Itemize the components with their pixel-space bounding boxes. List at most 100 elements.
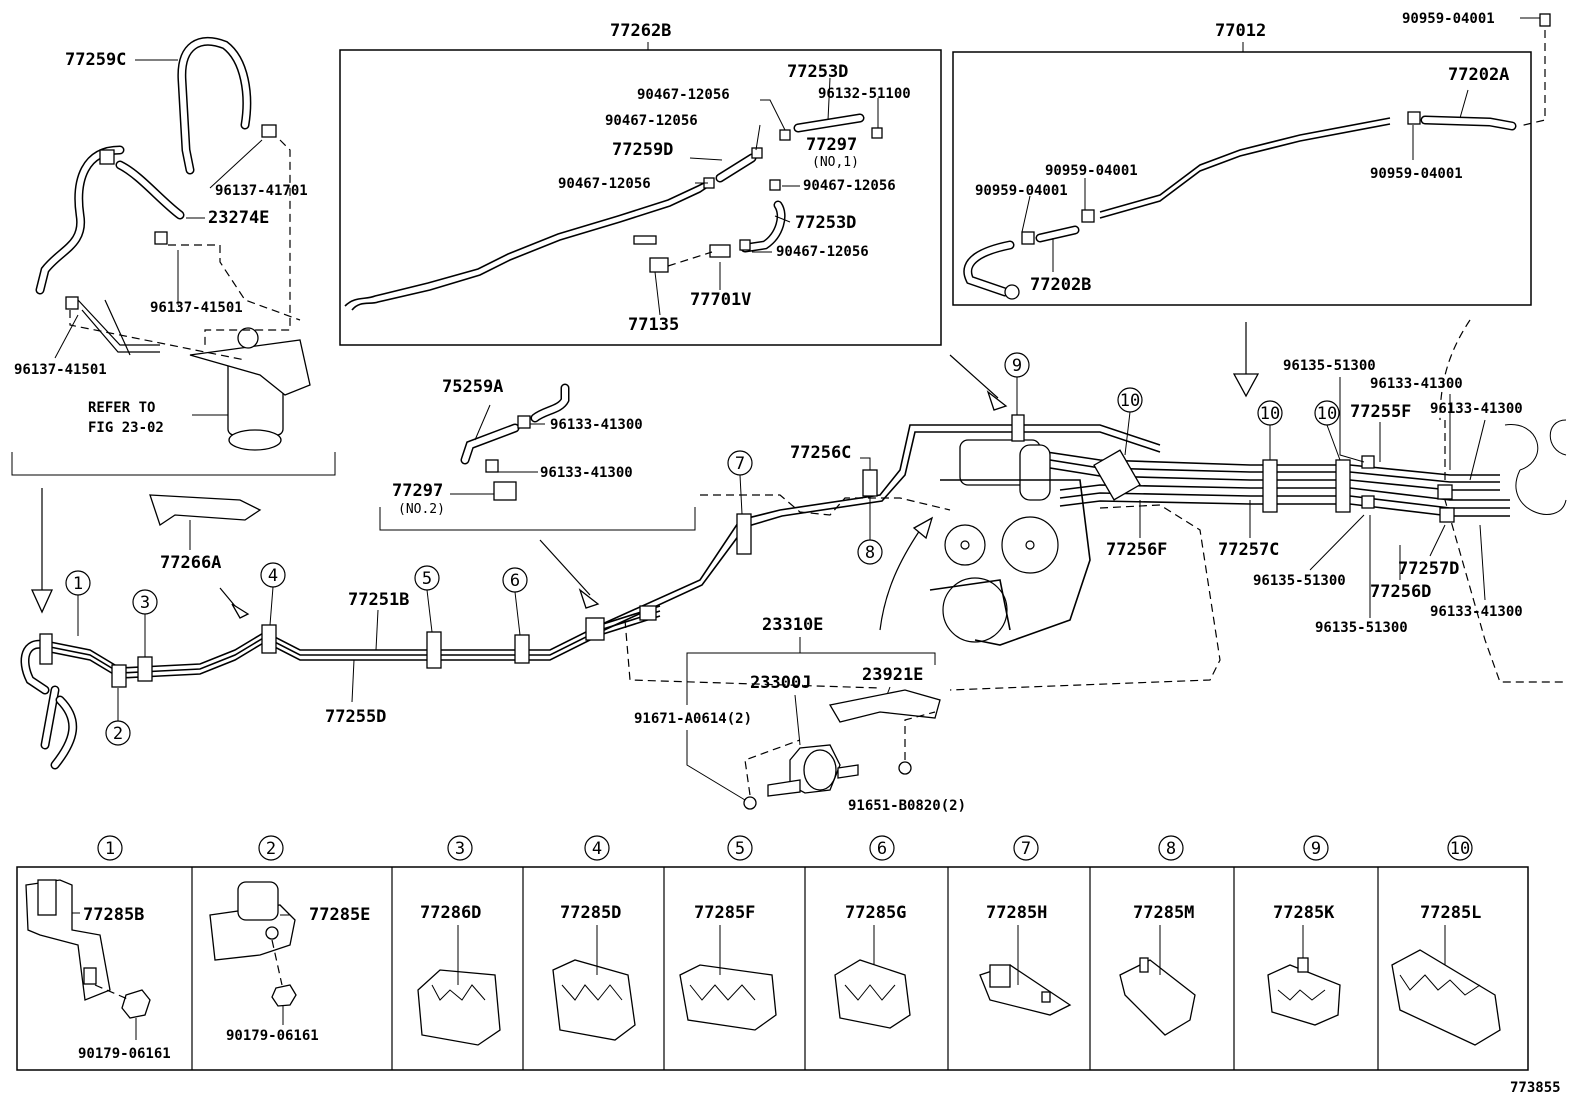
label-77012: 77012 — [1215, 21, 1266, 41]
label-77202B: 77202B — [1030, 275, 1091, 295]
table-index-10: 10 — [1450, 839, 1470, 859]
label-96135-51300-c: 96135-51300 — [1315, 620, 1408, 636]
diagram-id: 773855 — [1510, 1080, 1561, 1096]
callout-10-c: 10 — [1317, 404, 1337, 424]
label-90959-04001-b: 90959-04001 — [1370, 166, 1463, 182]
label-refer-to: REFER TO — [88, 400, 155, 416]
clamp-drawing-3: 77286D — [417, 903, 501, 1046]
label-91651-b0820: 91651-B0820(2) — [848, 798, 966, 814]
clamp-part-77285E: 77285E — [309, 905, 370, 925]
label-96133-41300-c: 96133-41300 — [1370, 376, 1463, 392]
vent-hose-group: 75259A 96133-41300 96133-41300 77297 (NO… — [149, 354, 1008, 631]
label-90467-12056-b: 90467-12056 — [605, 113, 698, 129]
label-77255D: 77255D — [325, 707, 386, 727]
label-96137-41701: 96137-41701 — [215, 183, 308, 199]
callout-10-a: 10 — [1120, 391, 1140, 411]
label-77259D: 77259D — [612, 140, 673, 160]
label-77256D: 77256D — [1370, 582, 1431, 602]
clamp-part-77285B: 77285B — [83, 905, 144, 925]
label-96133-41300-d: 96133-41300 — [1430, 401, 1523, 417]
label-90467-12056-e: 90467-12056 — [776, 244, 869, 260]
label-77297-no2: 77297 — [392, 481, 443, 501]
clamp-part-77285H: 77285H — [986, 903, 1047, 923]
label-77257C: 77257C — [1218, 540, 1279, 560]
clamp-part-77286D: 77286D — [420, 903, 481, 923]
callout-1: 1 — [73, 574, 83, 594]
label-90959-04001-c: 90959-04001 — [1045, 163, 1138, 179]
label-77253D-a: 77253D — [787, 62, 848, 82]
main-labels: 77256C 77251B 77255D 96135-51300 96133-4… — [325, 358, 1523, 727]
label-23300J: 23300J — [750, 673, 811, 693]
main-fuel-lines — [20, 319, 1567, 770]
callout-4: 4 — [268, 566, 278, 586]
table-index-7: 7 — [1021, 839, 1031, 859]
label-96132-51100: 96132-51100 — [818, 86, 911, 102]
label-90467-12056-d: 90467-12056 — [803, 178, 896, 194]
clamp-extra-90179-06161-b: 90179-06161 — [226, 1028, 319, 1044]
label-90467-12056-a: 90467-12056 — [637, 87, 730, 103]
label-77135: 77135 — [628, 315, 679, 335]
label-77259C: 77259C — [65, 50, 126, 70]
label-77297-no1: 77297 — [806, 135, 857, 155]
label-23921E: 23921E — [862, 665, 923, 685]
clamp-part-77285M: 77285M — [1133, 903, 1194, 923]
vent-detail-box: 77012 90959-04001 77202A 90959-04001 909… — [952, 11, 1551, 398]
canister-hose-group: 77259C 96137-41701 23274E 96137-41501 96… — [11, 36, 336, 614]
clamp-drawing-8: 77285M — [1119, 903, 1196, 1036]
label-77257D: 77257D — [1398, 559, 1459, 579]
callout-3: 3 — [140, 593, 150, 613]
clamp-drawing-4: 77285D — [552, 903, 636, 1041]
callouts: 1 2 3 4 5 6 7 8 9 10 10 10 — [65, 352, 1341, 746]
bracket-group: 23310E 23300J 23921E 91671-A0614(2) 9165… — [634, 615, 966, 814]
callout-5: 5 — [422, 569, 432, 589]
label-90959-04001-d: 90959-04001 — [975, 183, 1068, 199]
label-96137-41501-b: 96137-41501 — [14, 362, 107, 378]
label-96135-51300-b: 96135-51300 — [1253, 573, 1346, 589]
label-96133-41300-b: 96133-41300 — [540, 465, 633, 481]
clamp-table: 1 2 3 4 5 6 7 8 9 10 77285B 90179-06161 … — [16, 835, 1529, 1071]
table-index-1: 1 — [105, 839, 115, 859]
callout-8: 8 — [865, 543, 875, 563]
clamp-drawing-10: 77285L — [1391, 903, 1501, 1046]
clamp-drawing-7: 77285H — [979, 903, 1072, 1016]
label-77253D-b: 77253D — [795, 213, 856, 233]
label-77251B: 77251B — [348, 590, 409, 610]
callout-6: 6 — [510, 571, 520, 591]
table-index-9: 9 — [1311, 839, 1321, 859]
clamp-part-77285G: 77285G — [845, 903, 906, 923]
table-index-6: 6 — [877, 839, 887, 859]
label-90467-12056-c: 90467-12056 — [558, 176, 651, 192]
callout-9: 9 — [1012, 356, 1022, 376]
label-no2: (NO.2) — [398, 502, 445, 517]
label-77202A: 77202A — [1448, 65, 1509, 85]
label-77256C: 77256C — [790, 443, 851, 463]
table-index-2: 2 — [266, 839, 276, 859]
label-96133-41300-e: 96133-41300 — [1430, 604, 1523, 620]
clamp-extra-90179-06161-a: 90179-06161 — [78, 1046, 171, 1062]
clamp-part-77285L: 77285L — [1420, 903, 1481, 923]
table-index-4: 4 — [592, 839, 602, 859]
label-96137-41501-a: 96137-41501 — [150, 300, 243, 316]
label-77256F: 77256F — [1106, 540, 1167, 560]
label-77701V: 77701V — [690, 290, 751, 310]
label-fig-23-02: FIG 23-02 — [88, 420, 164, 436]
clamp-drawing-6: 77285G — [834, 903, 911, 1029]
label-77255F: 77255F — [1350, 402, 1411, 422]
clamp-part-77285K: 77285K — [1273, 903, 1335, 923]
label-91671-a0614: 91671-A0614(2) — [634, 711, 752, 727]
callout-7: 7 — [735, 454, 745, 474]
label-96135-51300-a: 96135-51300 — [1283, 358, 1376, 374]
table-index-3: 3 — [455, 839, 465, 859]
clamp-part-77285D: 77285D — [560, 903, 621, 923]
table-index-8: 8 — [1166, 839, 1176, 859]
label-23310E: 23310E — [762, 615, 823, 635]
clamp-part-77285F: 77285F — [694, 903, 755, 923]
callout-10-b: 10 — [1260, 404, 1280, 424]
label-75259A: 75259A — [442, 377, 503, 397]
label-no1: (NO,1) — [812, 155, 859, 170]
callout-2: 2 — [113, 724, 123, 744]
label-23274E: 23274E — [208, 208, 269, 228]
vapor-detail-box: 77262B 77253D 90467-12056 96132-5 — [339, 21, 942, 346]
label-77262B: 77262B — [610, 21, 671, 41]
